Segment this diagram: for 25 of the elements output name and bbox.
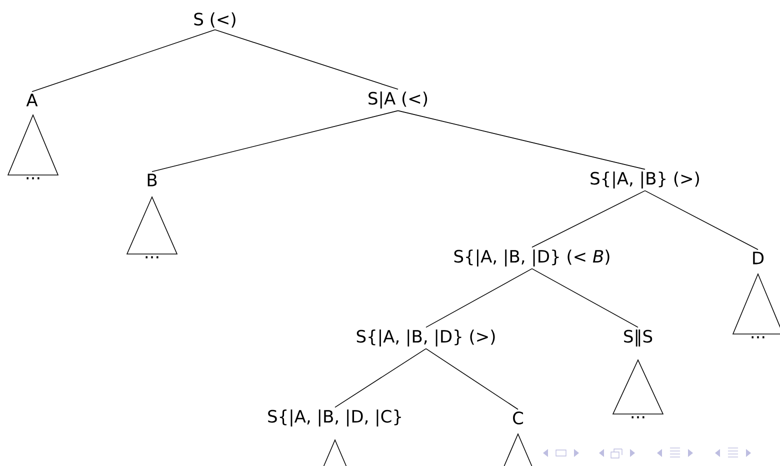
- tree-branch: [426, 348, 518, 410]
- tree-node-label: S (<): [194, 12, 236, 28]
- tree-node-label: S{|A, |B, |D} (< B): [454, 250, 610, 266]
- tree-node-label: S{|A, |B} (>): [590, 172, 699, 188]
- tree-branch: [214, 29, 398, 90]
- tree-node-label: C: [513, 412, 523, 424]
- tree-node-label: B: [148, 174, 157, 186]
- tree-branch: [334, 348, 426, 408]
- tree-node-label: S‖S: [624, 330, 652, 346]
- tree-branch: [426, 268, 532, 328]
- tree-branch: [32, 29, 216, 92]
- node-label: ...: [632, 416, 644, 418]
- tree-node-label: S{|A, |B, |D, |C}: [268, 410, 401, 426]
- tree-node-label: A: [26, 94, 38, 106]
- tree-node-label: D: [753, 252, 764, 264]
- node-label: ...: [146, 256, 158, 258]
- node-label: ...: [26, 177, 40, 180]
- tree-node-label: S{|A, |B, |D} (>): [356, 330, 495, 346]
- tree-branch: [152, 110, 398, 172]
- tree-branch: [398, 110, 646, 170]
- tree-branch: [644, 190, 758, 250]
- tree-branch: [532, 268, 638, 328]
- node-label: ...: [752, 336, 764, 338]
- tree-branch: [532, 190, 646, 248]
- tree-node-label: S|A (<): [368, 92, 428, 108]
